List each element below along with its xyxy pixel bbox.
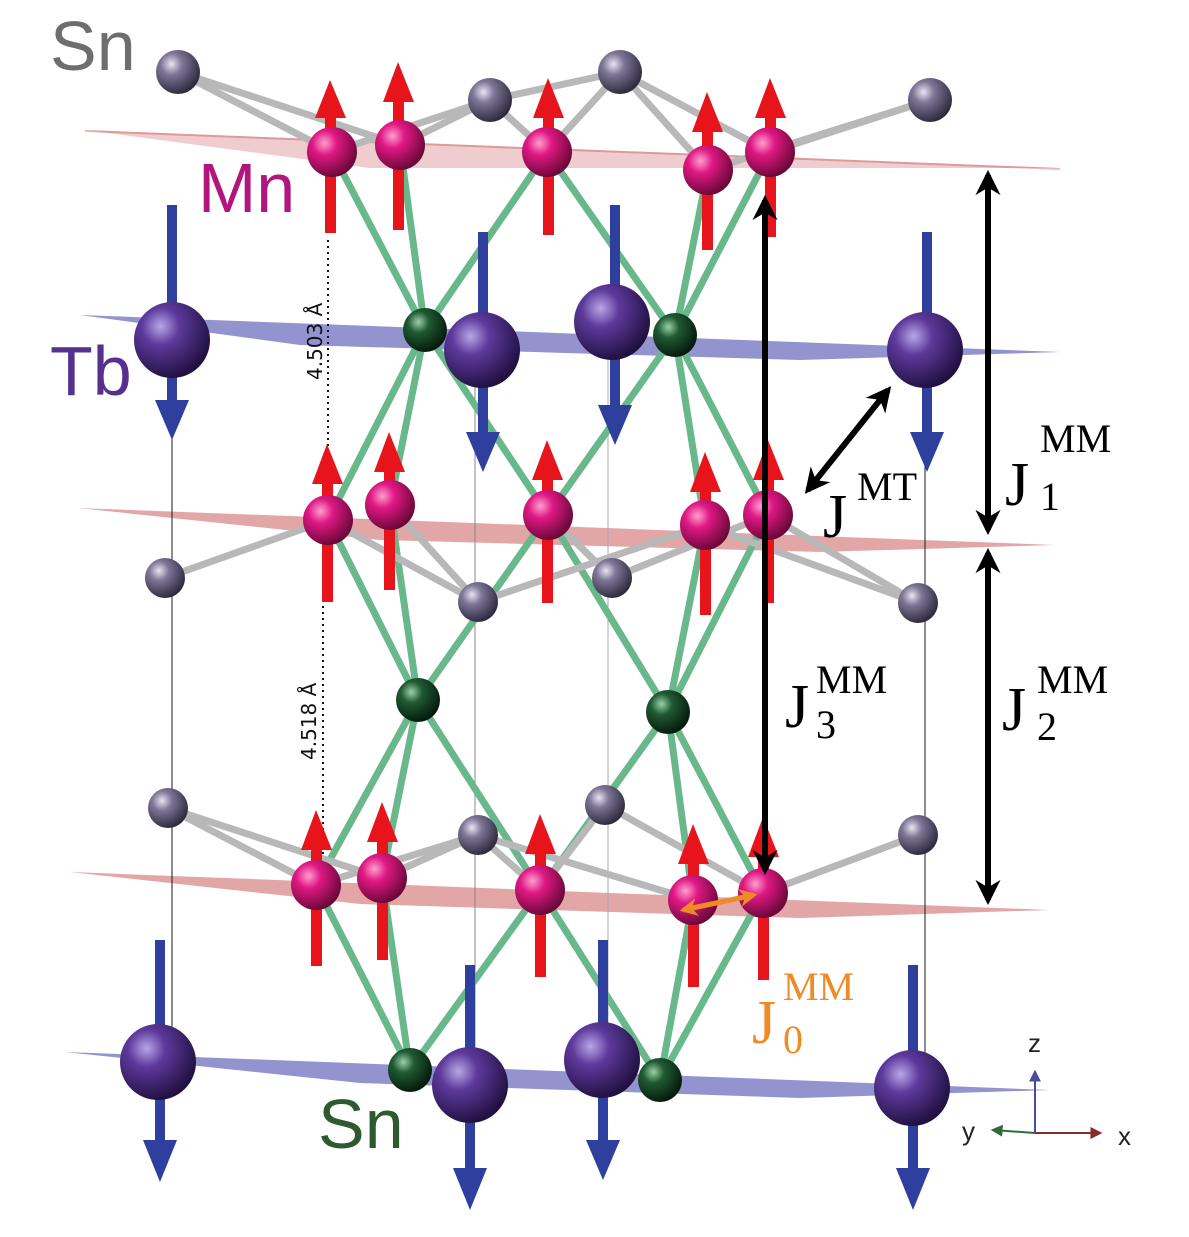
svg-text:J: J <box>823 483 847 551</box>
mn-atom <box>522 127 572 177</box>
sn-gray-atom <box>145 558 185 598</box>
sn-green-atom <box>653 313 697 357</box>
sn-gray-atom <box>585 785 625 825</box>
svg-text:J: J <box>1002 676 1026 744</box>
svg-text:MM: MM <box>1040 416 1111 461</box>
j0-arrow <box>679 889 758 916</box>
svg-text:MT: MT <box>857 464 917 509</box>
jmt-sup: MT <box>857 464 917 509</box>
j2-sub: 2 <box>1037 704 1057 749</box>
j2-sup: MM <box>1037 657 1108 702</box>
svg-text:MM: MM <box>816 657 887 702</box>
svg-text:MM: MM <box>783 964 854 1009</box>
mn-atom <box>523 490 573 540</box>
j1-sup: MM <box>1040 416 1111 461</box>
sn-gray-atom <box>458 815 498 855</box>
j0-sup: MM <box>783 964 854 1009</box>
j3-sub: 3 <box>816 702 836 747</box>
coupling-arrows <box>679 169 1001 916</box>
mn-atom <box>357 853 407 903</box>
svg-text:J: J <box>785 673 809 741</box>
mn-atom <box>680 500 730 550</box>
sn-gray-atom <box>156 50 200 94</box>
tb-atom <box>432 1047 508 1123</box>
svg-text:2: 2 <box>1037 704 1057 749</box>
j3-label: J MM 3 <box>785 657 887 747</box>
svg-text:1: 1 <box>1040 474 1060 519</box>
j0-label: J MM 0 <box>752 964 854 1062</box>
j3-base: J <box>785 673 809 741</box>
svg-text:J: J <box>752 989 776 1057</box>
distance-lower-label: 4.518 Å <box>297 682 321 760</box>
measurement-lines <box>322 240 329 880</box>
sn-gray-atom <box>908 78 952 122</box>
atoms <box>120 50 963 1126</box>
mn-atom <box>307 127 357 177</box>
tb-atom <box>444 312 520 388</box>
tb-atom <box>887 312 963 388</box>
tb-plane-upper <box>80 315 1060 360</box>
mn-atom <box>683 145 733 195</box>
sn-green-atom <box>638 1058 682 1102</box>
mn-atom <box>668 875 718 925</box>
svg-text:3: 3 <box>816 702 836 747</box>
mn-atom <box>738 868 788 918</box>
jmt-base: J <box>823 483 847 551</box>
svg-text:0: 0 <box>783 1017 803 1062</box>
y-axis <box>990 1124 1036 1137</box>
mn-atom <box>291 860 341 910</box>
sn-gray-atom <box>598 50 642 94</box>
distance-upper-label: 4.503 Å <box>303 302 327 380</box>
tb-label: Tb <box>50 332 132 410</box>
sn-gray-atom <box>468 78 512 122</box>
j2-base: J <box>1002 676 1026 744</box>
j2-label: J MM 2 <box>1002 657 1108 749</box>
j1-sub: 1 <box>1040 474 1060 519</box>
mn-atom <box>365 480 415 530</box>
tb-atom <box>564 1022 640 1098</box>
sn-gray-atom <box>898 583 938 623</box>
sn-green-atom <box>388 1048 432 1092</box>
sn-green-atom <box>396 678 440 722</box>
mn-moment-arrow <box>690 452 721 615</box>
j1-label: J MM 1 <box>1005 416 1111 519</box>
mn-atom <box>515 865 565 915</box>
coordinate-axes <box>990 1069 1103 1139</box>
jmt-arrow <box>804 386 892 494</box>
tb-atom <box>120 1024 196 1100</box>
x-axis-label: x <box>1118 1121 1131 1151</box>
mn-atom <box>375 120 425 170</box>
mn-atom <box>745 127 795 177</box>
tb-plane-lower <box>65 1052 1050 1098</box>
j3-sup: MM <box>816 657 887 702</box>
tb-atom <box>874 1050 950 1126</box>
sn-green-atom <box>646 690 690 734</box>
j0-sub: 0 <box>783 1017 803 1062</box>
z-axis-label: z <box>1028 1028 1041 1058</box>
sn-top-label: Sn <box>50 7 136 85</box>
sn-gray-atom <box>898 815 938 855</box>
mn-moment-arrow <box>374 432 405 590</box>
mn-moment-arrow <box>532 440 563 603</box>
sn-gray-atom <box>148 788 188 828</box>
sn-gray-atom <box>458 582 498 622</box>
sn-gray-atom <box>592 558 632 598</box>
svg-text:MM: MM <box>1037 657 1108 702</box>
mn-label: Mn <box>198 149 295 227</box>
svg-text:J: J <box>1005 451 1029 519</box>
tb-atom <box>134 302 210 378</box>
j1-base: J <box>1005 451 1029 519</box>
sn-green-atom <box>403 308 447 352</box>
j0-base: J <box>752 989 776 1057</box>
tb-atom <box>574 284 650 360</box>
mn-atom <box>303 495 353 545</box>
jmt-label: J MT <box>823 464 917 551</box>
y-axis-label: y <box>962 1116 975 1146</box>
green-sn-bonds <box>312 141 774 1084</box>
sn-bottom-label: Sn <box>318 1085 404 1163</box>
